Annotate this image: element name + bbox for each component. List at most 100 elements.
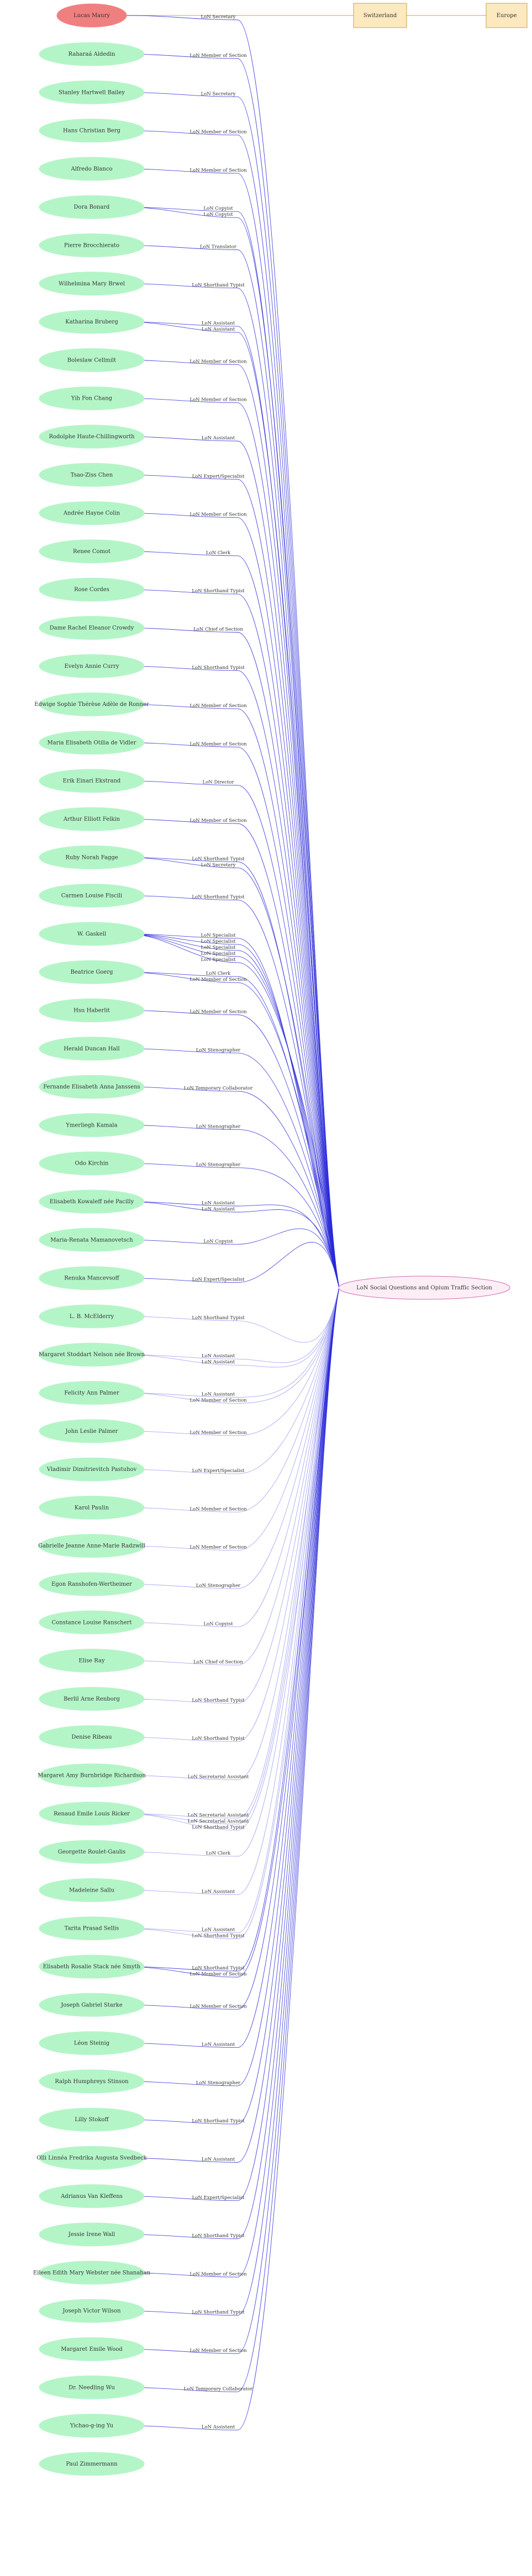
edge-role-label: LoN Assistant bbox=[202, 435, 235, 441]
person-name: Lilly Stokoff bbox=[75, 2117, 109, 2123]
person-node[interactable]: Wilhelmina Mary Brwel bbox=[39, 272, 145, 296]
person-node[interactable]: Denise Ribeau bbox=[39, 1725, 145, 1749]
edge-person-section bbox=[124, 206, 340, 1288]
edge-role-label: LoN Stenographer bbox=[196, 1124, 241, 1129]
edge-person-section bbox=[124, 130, 340, 1288]
person-node[interactable]: Pierre Brocchierato bbox=[39, 233, 145, 257]
person-node[interactable]: Constance Louise Ranschert bbox=[39, 1610, 145, 1634]
edge-role-label: LoN Member of Section bbox=[189, 1506, 247, 1512]
person-node[interactable]: Margaret Stoddart Nelson née Brown bbox=[39, 1342, 145, 1367]
person-ellipse bbox=[39, 730, 145, 755]
person-node[interactable]: Dora Bonard bbox=[39, 195, 145, 219]
person-node[interactable]: Hans Christian Berg bbox=[39, 119, 145, 143]
edge-role-label: LoN Expert/Specialist bbox=[192, 2195, 245, 2201]
person-node[interactable]: Hsu Haberlit bbox=[39, 998, 145, 1022]
person-node[interactable]: Lilly Stokoff bbox=[39, 2107, 145, 2132]
person-node[interactable]: Paul Zimmermann bbox=[39, 2452, 145, 2476]
person-node[interactable]: Gabrielle Jeanne Anne-Marie Radzwill bbox=[38, 1534, 145, 1558]
edge-person-section bbox=[124, 1287, 340, 1589]
person-node[interactable]: Adrianus Van Kleffens bbox=[39, 2184, 145, 2208]
person-node[interactable]: Joseph Victor Wilson bbox=[39, 2299, 145, 2323]
node-social-questions-section[interactable]: LoN Social Questions and Opium Traffic S… bbox=[338, 1276, 510, 1300]
person-name: Maria Elisabeth Otilia de Vidler bbox=[47, 740, 136, 746]
person-node[interactable]: Egon Ranshofen-Wertheimer bbox=[39, 1572, 145, 1596]
person-node[interactable]: Tarita Prasad Sellis bbox=[39, 1916, 145, 1941]
person-node[interactable]: Stanley Hartwell Bailey bbox=[39, 80, 145, 104]
person-node[interactable]: Yichao-g-ing Yu bbox=[39, 2414, 145, 2438]
person-node[interactable]: Madeleine Sallu bbox=[39, 1878, 145, 1902]
person-node[interactable]: Maria-Renata Mamanovetsch bbox=[39, 1228, 145, 1252]
person-node[interactable]: Arthur Elliott Felkin bbox=[39, 807, 145, 831]
person-ellipse bbox=[39, 2107, 145, 2132]
person-node[interactable]: Rose Cordes bbox=[39, 577, 145, 602]
person-node[interactable]: Raharaá Aldedin bbox=[39, 42, 145, 66]
person-node[interactable]: Boleslaw Cellmilt bbox=[39, 348, 145, 372]
edge-person-section bbox=[124, 359, 340, 1288]
person-node[interactable]: Ralph Humphreys Stinson bbox=[39, 2069, 145, 2094]
person-ellipse bbox=[39, 1151, 145, 1176]
person-node[interactable]: Ymerliegh Kamala bbox=[39, 1113, 145, 1137]
person-node[interactable]: Olli Linnéa Fredrika Augusta Svedbeck bbox=[36, 2146, 148, 2170]
person-node[interactable]: Edwige Sophie Thérèse Adèle de Ronner bbox=[34, 692, 149, 716]
person-node[interactable]: Yih Fon Chang bbox=[39, 386, 145, 411]
node-switzerland[interactable]: Switzerland bbox=[353, 3, 407, 28]
person-node[interactable]: Jessie Irene Wall bbox=[39, 2222, 145, 2246]
person-node[interactable]: Maria Elisabeth Otilia de Vidler bbox=[39, 730, 145, 755]
person-node[interactable]: Karol Paulin bbox=[39, 1495, 145, 1520]
person-node[interactable]: Elisabeth Kowaleff née Pacilly bbox=[39, 1189, 145, 1214]
person-node[interactable]: Renee Comot bbox=[39, 539, 145, 564]
person-node[interactable]: John Leslie Palmer bbox=[39, 1419, 145, 1443]
edge-person-section bbox=[124, 1287, 340, 2354]
person-ellipse bbox=[39, 1802, 145, 1826]
edge-person-section bbox=[124, 1287, 340, 2086]
edge-person-section bbox=[124, 1287, 340, 1474]
person-node[interactable]: Erik Einari Ekstrand bbox=[39, 769, 145, 793]
person-node[interactable]: Margaret Amy Burnbridge Richardson bbox=[38, 1764, 146, 1787]
person-ellipse bbox=[39, 1037, 145, 1061]
person-node[interactable]: Evelyn Annie Curry bbox=[39, 654, 145, 678]
person-node[interactable]: L. B. McElderry bbox=[39, 1304, 145, 1329]
person-node[interactable]: Beatrice Goerg bbox=[39, 960, 145, 984]
person-name: Karol Paulin bbox=[75, 1505, 109, 1511]
edge-role-label: LoN Assistant bbox=[202, 327, 235, 332]
person-node[interactable]: Ruby Norah Fagge bbox=[39, 845, 145, 869]
person-node[interactable]: Renaud Emile Louis Ricker bbox=[39, 1802, 145, 1826]
edge-person-section bbox=[124, 1287, 340, 1436]
person-node[interactable]: Joseph Gabriel Starke bbox=[39, 1993, 145, 2017]
person-node[interactable]: Renuka Mancevsoff bbox=[39, 1266, 145, 1290]
person-node[interactable]: Dame Rachel Eleanor Crowdy bbox=[39, 616, 145, 640]
person-node[interactable]: Léon Steinig bbox=[39, 2031, 145, 2056]
edge-role-label: LoN Secretarial Assistant bbox=[188, 1775, 249, 1780]
node-lucas[interactable]: Lucas Maury bbox=[56, 3, 127, 28]
person-node[interactable]: Tsao-Ziss Chen bbox=[39, 463, 145, 487]
edge-person-section bbox=[124, 1287, 340, 1627]
edge-person-section bbox=[124, 551, 340, 1288]
edge-person-section bbox=[124, 780, 340, 1288]
person-node[interactable]: Margaret Emile Wood bbox=[39, 2337, 145, 2361]
person-node[interactable]: Elise Ray bbox=[39, 1649, 145, 1673]
person-node[interactable]: W. Gaskell bbox=[39, 922, 145, 946]
person-node[interactable]: Felicity Ann Palmer bbox=[39, 1381, 145, 1405]
node-europe[interactable]: Europe bbox=[486, 3, 528, 28]
person-name: Renee Comot bbox=[73, 549, 110, 555]
person-node[interactable]: Carmen Louise Fiscili bbox=[39, 884, 145, 908]
person-node[interactable]: Alfredo Blanco bbox=[39, 157, 145, 181]
person-node[interactable]: Berlil Arne Renborg bbox=[39, 1687, 145, 1711]
person-node[interactable]: Dr. Needling Wu bbox=[39, 2375, 145, 2399]
person-ellipse bbox=[39, 577, 145, 602]
person-ellipse bbox=[39, 1610, 145, 1634]
edge-role-label: LoN Specialist bbox=[201, 951, 236, 957]
person-node[interactable]: Fernande Elisabeth Anna Janssens bbox=[39, 1075, 145, 1099]
person-node[interactable]: Georgette Roulet-Gaulis bbox=[39, 1840, 145, 1864]
person-node[interactable]: Rodolphe Haute-Chillingworth bbox=[39, 424, 145, 449]
person-node[interactable]: Vladimir Dimitrievitch Pastuhov bbox=[39, 1457, 145, 1481]
person-node[interactable]: Odo Kirchin bbox=[39, 1151, 145, 1176]
person-node[interactable]: Elisabeth Rosalie Stack née Smyth bbox=[39, 1954, 145, 1979]
person-node[interactable]: Eileen Edith Mary Webster née Shanahan bbox=[33, 2260, 151, 2285]
edge-role-label: LoN Copyist bbox=[203, 212, 233, 217]
person-node[interactable]: Katharina Bruberg bbox=[39, 310, 145, 334]
person-node[interactable]: Andrée Hayne Colin bbox=[39, 501, 145, 525]
edge-person-section bbox=[124, 1242, 340, 1288]
person-node[interactable]: Herald Duncan Hall bbox=[39, 1037, 145, 1061]
edge-person-section bbox=[124, 857, 340, 1288]
